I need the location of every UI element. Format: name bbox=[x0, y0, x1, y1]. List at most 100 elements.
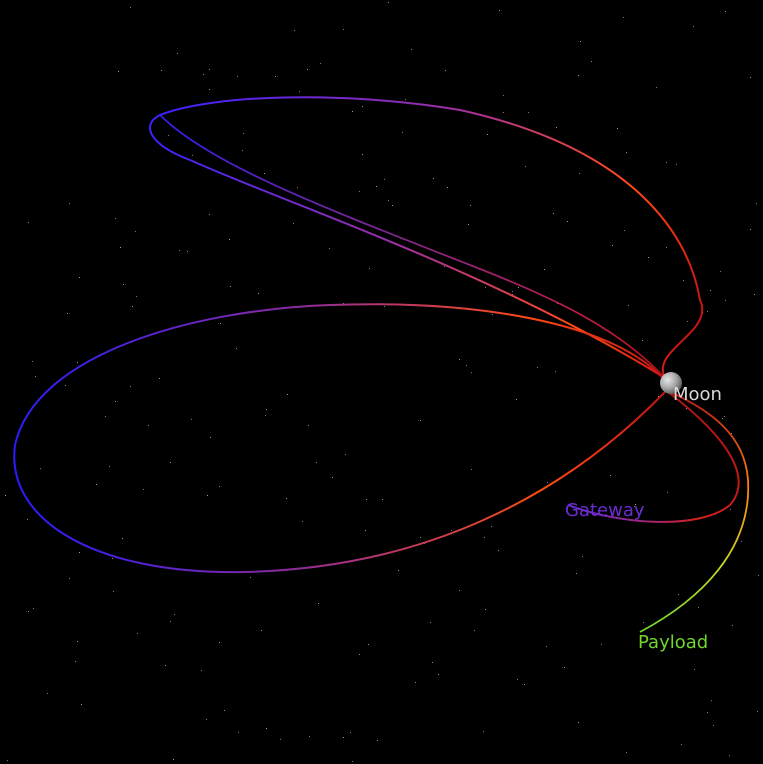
star bbox=[578, 722, 579, 723]
star bbox=[750, 77, 751, 78]
star bbox=[547, 482, 548, 483]
star bbox=[686, 408, 687, 409]
star bbox=[617, 128, 618, 129]
star bbox=[112, 558, 113, 559]
star bbox=[236, 348, 237, 349]
star bbox=[318, 603, 319, 604]
star bbox=[219, 486, 220, 487]
star bbox=[642, 340, 643, 341]
star bbox=[242, 150, 243, 151]
star bbox=[130, 7, 131, 8]
star bbox=[384, 306, 385, 307]
star bbox=[207, 495, 208, 496]
star bbox=[343, 303, 344, 304]
star bbox=[230, 286, 231, 287]
star bbox=[555, 371, 556, 372]
star bbox=[666, 247, 667, 248]
star bbox=[264, 173, 265, 174]
star bbox=[287, 394, 288, 395]
star bbox=[491, 526, 492, 527]
star bbox=[67, 313, 68, 314]
star bbox=[203, 74, 204, 75]
star bbox=[165, 665, 166, 666]
star bbox=[648, 257, 649, 258]
star bbox=[77, 362, 78, 363]
star bbox=[65, 385, 66, 386]
star bbox=[710, 290, 711, 291]
star bbox=[229, 239, 230, 240]
star bbox=[626, 752, 627, 753]
star bbox=[758, 575, 759, 576]
star bbox=[635, 504, 636, 505]
star bbox=[187, 251, 188, 252]
star bbox=[724, 416, 725, 417]
orbit-upper-loop bbox=[149, 96, 704, 379]
star bbox=[308, 425, 309, 426]
star bbox=[345, 454, 346, 455]
star bbox=[707, 712, 708, 713]
star bbox=[148, 425, 149, 426]
star bbox=[730, 509, 731, 510]
star bbox=[382, 499, 383, 500]
star bbox=[79, 277, 80, 278]
star bbox=[307, 69, 308, 70]
star bbox=[591, 61, 592, 62]
payload-trajectory bbox=[639, 391, 749, 633]
star bbox=[420, 420, 421, 421]
star bbox=[447, 187, 448, 188]
star bbox=[132, 306, 133, 307]
star bbox=[258, 293, 259, 294]
star bbox=[81, 704, 82, 705]
star bbox=[420, 537, 421, 538]
star bbox=[170, 621, 171, 622]
star bbox=[28, 611, 29, 612]
star bbox=[732, 625, 733, 626]
star bbox=[206, 719, 207, 720]
star bbox=[32, 361, 33, 362]
gateway-label[interactable]: Gateway bbox=[565, 500, 645, 521]
star bbox=[564, 667, 565, 668]
star bbox=[471, 372, 472, 373]
star bbox=[123, 284, 124, 285]
payload-label[interactable]: Payload bbox=[638, 632, 708, 653]
star bbox=[757, 711, 758, 712]
star bbox=[485, 287, 486, 288]
star bbox=[643, 622, 644, 623]
star bbox=[332, 477, 333, 478]
star bbox=[120, 247, 121, 248]
star bbox=[136, 296, 137, 297]
star bbox=[517, 679, 518, 680]
star bbox=[503, 112, 504, 113]
star bbox=[224, 710, 225, 711]
star bbox=[729, 755, 730, 756]
moon-icon[interactable] bbox=[660, 372, 682, 394]
star bbox=[113, 591, 114, 592]
star bbox=[237, 76, 238, 77]
star bbox=[33, 608, 34, 609]
star bbox=[601, 644, 602, 645]
star bbox=[368, 644, 369, 645]
star bbox=[320, 63, 321, 64]
star bbox=[388, 200, 389, 201]
star bbox=[433, 178, 434, 179]
star bbox=[299, 91, 300, 92]
star bbox=[210, 437, 211, 438]
star bbox=[580, 41, 581, 42]
star bbox=[192, 155, 193, 156]
star bbox=[27, 519, 28, 520]
star bbox=[484, 537, 485, 538]
star bbox=[352, 761, 353, 762]
star bbox=[69, 203, 70, 204]
star bbox=[432, 662, 433, 663]
star bbox=[118, 71, 119, 72]
star bbox=[658, 396, 659, 397]
star bbox=[115, 218, 116, 219]
star bbox=[468, 224, 469, 225]
star bbox=[365, 530, 366, 531]
star bbox=[220, 323, 221, 324]
star bbox=[201, 670, 202, 671]
star bbox=[459, 590, 460, 591]
star bbox=[707, 311, 708, 312]
star bbox=[634, 506, 635, 507]
